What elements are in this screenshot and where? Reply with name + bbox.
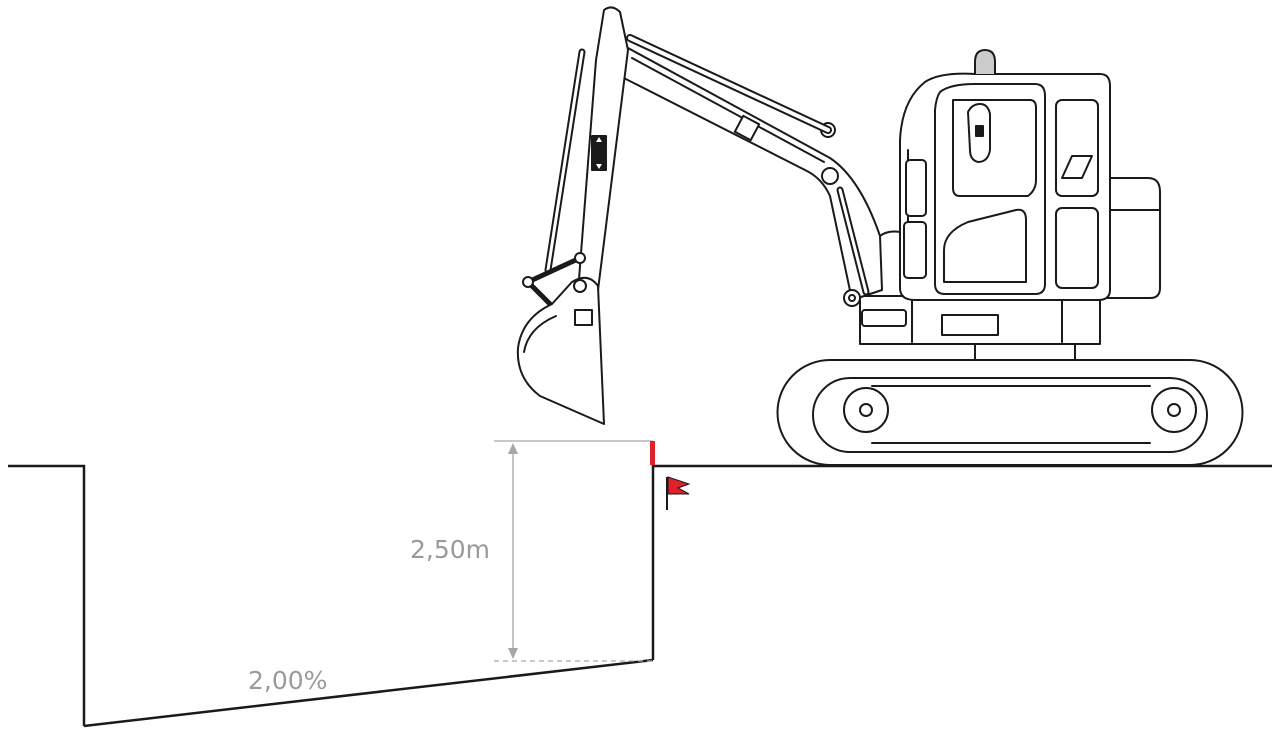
beacon-light <box>974 49 996 75</box>
arrow-up-icon <box>508 443 518 454</box>
boom <box>598 43 883 301</box>
arrow-down-icon <box>508 648 518 659</box>
trench-bottom <box>83 658 654 728</box>
excavator <box>516 6 1244 466</box>
ground-line-right <box>651 464 1272 660</box>
excavator-tracks <box>776 359 1244 466</box>
bucket <box>516 276 605 425</box>
ground-line-left <box>8 464 86 726</box>
red-reference-marker <box>650 441 655 465</box>
engine-housing <box>1099 177 1161 299</box>
depth-dimension <box>494 440 653 662</box>
ground-profile <box>8 464 1272 728</box>
trench-depth-label: 2,50m <box>410 535 491 564</box>
trench-slope-label: 2,00% <box>248 666 328 695</box>
red-flag-icon <box>666 476 691 510</box>
